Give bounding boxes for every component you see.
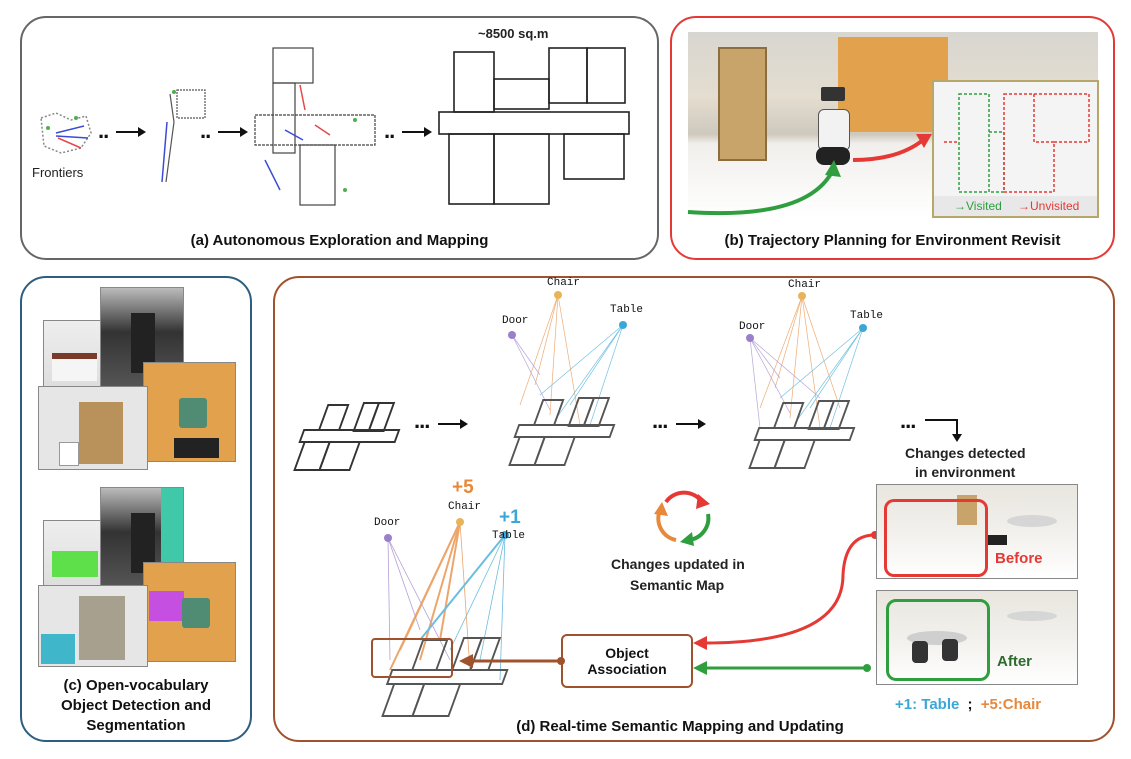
door-room-photo-1 xyxy=(38,386,148,470)
ellipsis-a3: .. xyxy=(384,118,395,143)
graph2-door-label: Door xyxy=(739,321,766,333)
caption-c-line2: Object Detection and xyxy=(60,697,212,714)
graph2-chair-label: Chair xyxy=(788,279,822,291)
changes-detected-line1: Changes detected xyxy=(905,445,1026,461)
exploration-map-3 xyxy=(254,47,376,206)
trajectory-arrows xyxy=(687,134,932,216)
ellipsis-a2: .. xyxy=(200,118,211,143)
inset-legend: →Visited →Unvisited xyxy=(934,196,1097,216)
room-photo-1 xyxy=(43,320,103,390)
after-photo xyxy=(876,590,1078,685)
object-association-line2: Association xyxy=(587,661,667,677)
summary-chair: +5:Chair xyxy=(980,696,1042,713)
orange-wall xyxy=(838,37,948,132)
semantic-graph-2 xyxy=(746,292,867,469)
exploration-map-2 xyxy=(161,89,206,183)
floor-map-1 xyxy=(293,402,401,471)
before-label: Before xyxy=(995,550,1043,567)
highlight-box-updated xyxy=(371,638,453,678)
caption-c-line1: (c) Open-vocabulary xyxy=(63,677,209,694)
changes-updated-line2: Semantic Map xyxy=(630,577,725,593)
after-label: After xyxy=(997,653,1033,670)
updated-graph-table-label: Table xyxy=(492,530,526,542)
arrow-a2 xyxy=(218,127,248,137)
before-highlight-box xyxy=(884,499,988,577)
caption-c-line3: Segmentation xyxy=(86,717,186,734)
arrow-d1 xyxy=(438,419,468,429)
area-label: ~8500 sq.m xyxy=(478,26,549,41)
association-arrows xyxy=(459,531,879,675)
object-association-box: Object Association xyxy=(561,634,693,688)
ellipsis-a1: .. xyxy=(98,118,109,143)
door-room-photo-seg xyxy=(38,585,148,667)
changes-updated-line1: Changes updated in xyxy=(611,556,745,572)
panel-exploration-mapping xyxy=(20,16,659,260)
graph1-chair-label: Chair xyxy=(547,277,581,289)
summary-table: +1: Table xyxy=(895,696,960,713)
after-highlight-box xyxy=(886,599,990,681)
plus-chair-label: +5 xyxy=(452,477,474,498)
frontiers-label: Frontiers xyxy=(32,165,84,180)
frontiers-map xyxy=(40,112,92,154)
caption-b: (b) Trajectory Planning for Environment … xyxy=(724,232,1061,249)
graph2-table-label: Table xyxy=(850,310,884,322)
change-summary: +1: Table ; +5:Chair xyxy=(895,696,1041,713)
updated-graph-door-label: Door xyxy=(374,517,401,529)
arrow-d3 xyxy=(925,419,962,442)
revisit-map-inset: →Visited →Unvisited xyxy=(932,80,1099,218)
updated-graph-chair-label: Chair xyxy=(448,501,482,513)
ellipsis-d3: ... xyxy=(900,408,916,433)
semantic-graph-1 xyxy=(508,291,627,466)
caption-d: (d) Real-time Semantic Mapping and Updat… xyxy=(516,718,844,735)
room-photo-seg xyxy=(43,520,103,590)
summary-separator: ; xyxy=(967,696,973,713)
plus-table-label: +1 xyxy=(499,507,521,528)
arrow-a1 xyxy=(116,127,146,137)
exploration-map-final xyxy=(438,47,630,205)
graph1-door-label: Door xyxy=(502,315,529,327)
cycle-update-icon xyxy=(654,490,711,546)
arrow-d2 xyxy=(676,419,706,429)
ellipsis-d2: ... xyxy=(652,408,668,433)
orange-room-photo-1 xyxy=(143,362,236,462)
ellipsis-d1: ... xyxy=(414,408,430,433)
orange-room-photo-seg xyxy=(143,562,236,662)
arrow-a3 xyxy=(402,127,432,137)
changes-detected-line2: in environment xyxy=(915,464,1016,480)
object-association-line1: Object xyxy=(605,645,649,661)
wall-door xyxy=(718,47,767,161)
caption-a: (a) Autonomous Exploration and Mapping xyxy=(190,232,489,249)
visited-label: →Visited xyxy=(954,199,1002,213)
robot xyxy=(816,87,850,167)
graph1-table-label: Table xyxy=(610,304,644,316)
unvisited-label: →Unvisited xyxy=(1018,199,1080,213)
